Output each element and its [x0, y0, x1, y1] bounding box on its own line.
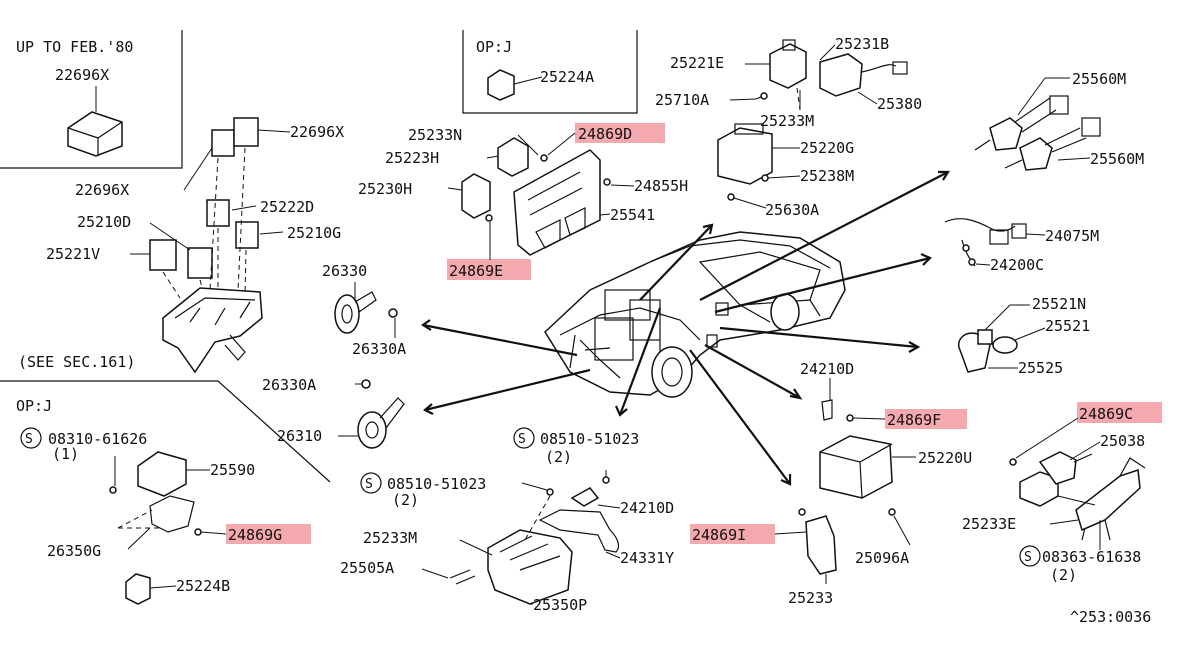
- svg-text:S: S: [365, 477, 373, 492]
- part-25590: 25590: [210, 461, 255, 479]
- relay-25221e-assembly: [729, 39, 908, 111]
- part-26310: 26310: [277, 427, 322, 445]
- part-25222d: 25222D: [260, 198, 314, 216]
- part-25230h: 25230H: [358, 180, 412, 198]
- part-26330a-a: 26330A: [352, 340, 406, 358]
- part-25220g: 25220G: [800, 139, 854, 157]
- car-body-illustration: [544, 231, 846, 398]
- part-24331y: 24331Y: [620, 549, 674, 567]
- horn-26310: [338, 379, 405, 449]
- part-25220u: 25220U: [918, 449, 972, 467]
- part-24855h: 24855H: [634, 177, 688, 195]
- part-24869i: 24869I: [692, 526, 746, 544]
- part-08510-a-qty: (2): [545, 448, 572, 466]
- relay-25590-group: S: [20, 427, 227, 605]
- relay-box-25220g: [717, 123, 801, 209]
- part-08510-b: 08510-51023: [387, 475, 486, 493]
- part-26350g: 26350G: [47, 542, 101, 560]
- part-08363-61638: 08363-61638: [1042, 548, 1141, 566]
- part-22696x-a: 22696X: [290, 123, 344, 141]
- highlight-boxes: [226, 123, 1162, 544]
- part-24210d-a: 24210D: [620, 499, 674, 517]
- part-26330a-b: 26330A: [262, 376, 316, 394]
- part-24869g: 24869G: [228, 526, 282, 544]
- svg-text:S: S: [1024, 550, 1032, 565]
- part-25233m-bot: 25233M: [363, 529, 417, 547]
- part-25210g: 25210G: [287, 224, 341, 242]
- part-24210d-b: 24210D: [800, 360, 854, 378]
- part-25221e: 25221E: [670, 54, 724, 72]
- figure-code: ^253:0036: [1070, 608, 1151, 626]
- svg-text:S: S: [518, 432, 526, 447]
- part-08510-a: 08510-51023: [540, 430, 639, 448]
- up-to-feb80-label: UP TO FEB.'80: [16, 38, 133, 56]
- relay-block-assembly: [130, 117, 291, 374]
- part-25630a: 25630A: [765, 201, 819, 219]
- sensor-25521-group: [958, 304, 1046, 373]
- part-25231b: 25231B: [835, 35, 889, 53]
- part-08310-61626: 08310-61626: [48, 430, 147, 448]
- part-08363-qty: (2): [1050, 566, 1077, 584]
- harness-24075m: [944, 218, 1046, 267]
- part-25210d: 25210D: [77, 213, 131, 231]
- part-25710a: 25710A: [655, 91, 709, 109]
- bracket-25350p-group: S S: [360, 427, 621, 605]
- part-25560m-a: 25560M: [1072, 70, 1126, 88]
- part-25238m: 25238M: [800, 167, 854, 185]
- locator-arrows: [421, 170, 950, 486]
- part-25541: 25541: [610, 206, 655, 224]
- see-section-label: (SEE SEC.161): [18, 353, 135, 371]
- part-24869f: 24869F: [887, 411, 941, 429]
- part-26330: 26330: [322, 262, 367, 280]
- relay-25220u-group: [774, 378, 916, 584]
- part-25233e: 25233E: [962, 515, 1016, 533]
- relay-25038-group: S: [1009, 417, 1146, 567]
- relay-22696x-early: [67, 86, 123, 157]
- part-25505a: 25505A: [340, 559, 394, 577]
- part-25223h: 25223H: [385, 149, 439, 167]
- part-24869e: 24869E: [449, 262, 503, 280]
- part-25521: 25521: [1045, 317, 1090, 335]
- switches-25560m: [974, 77, 1101, 171]
- part-25224a: 25224A: [540, 68, 594, 86]
- part-25221v: 25221V: [46, 245, 100, 263]
- part-22696x-b: 22696X: [75, 181, 129, 199]
- part-25350p: 25350P: [533, 596, 587, 614]
- part-08310-qty: (1): [52, 445, 79, 463]
- part-08510-b-qty: (2): [392, 491, 419, 509]
- part-25525: 25525: [1018, 359, 1063, 377]
- part-25233m-top: 25233M: [760, 112, 814, 130]
- part-25233n: 25233N: [408, 126, 462, 144]
- part-25233: 25233: [788, 589, 833, 607]
- relay-25224a: [487, 69, 543, 101]
- control-unit-25541: [447, 132, 635, 260]
- option-left-label: OP:J: [16, 397, 52, 415]
- part-24869d: 24869D: [578, 125, 632, 143]
- part-25380: 25380: [877, 95, 922, 113]
- part-24869c: 24869C: [1079, 405, 1133, 423]
- part-25521n: 25521N: [1032, 295, 1086, 313]
- part-25096a: 25096A: [855, 549, 909, 567]
- part-24200c: 24200C: [990, 256, 1044, 274]
- panel-frames: [0, 30, 638, 483]
- horn-26330: [334, 282, 398, 338]
- svg-text:S: S: [25, 432, 33, 447]
- option-top-label: OP:J: [476, 38, 512, 56]
- part-25038: 25038: [1100, 432, 1145, 450]
- part-22696x-top: 22696X: [55, 66, 109, 84]
- part-25224b: 25224B: [176, 577, 230, 595]
- part-24075m: 24075M: [1045, 227, 1099, 245]
- part-25560m-b: 25560M: [1090, 150, 1144, 168]
